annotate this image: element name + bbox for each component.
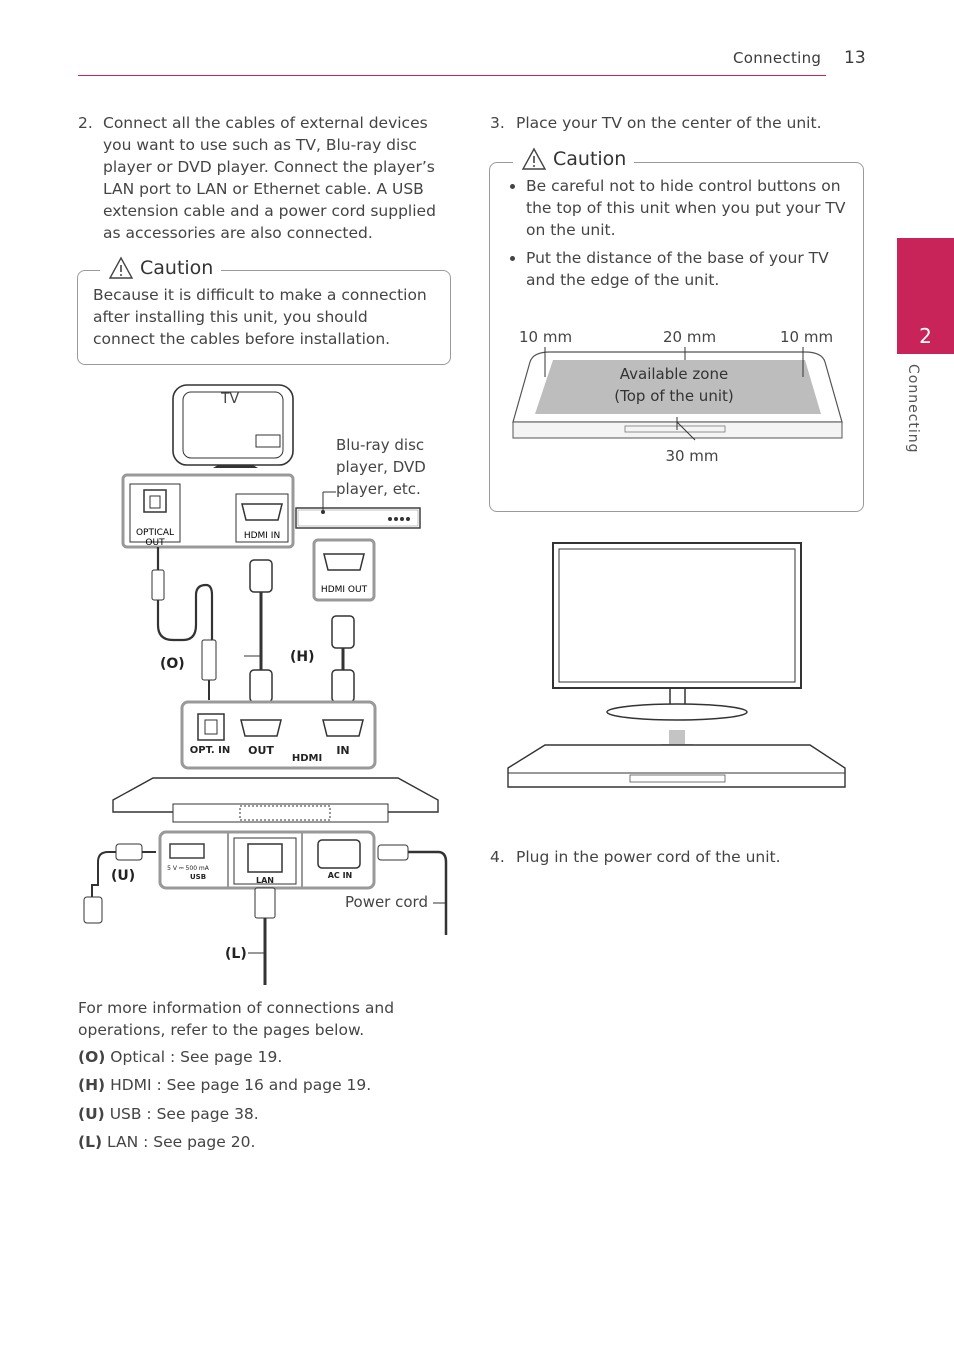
chapter-number: 2 [919, 324, 932, 348]
warning-icon [108, 256, 134, 279]
caution-bullets: Be careful not to hide control buttons o… [508, 175, 853, 297]
in-label: IN [336, 744, 349, 757]
step2-text: Connect all the cables of external devic… [103, 114, 436, 242]
player-label-1: Blu-ray disc [336, 436, 424, 454]
ref-lan: (L) LAN : See page 20. [78, 1133, 256, 1151]
dim-bottom: 30 mm [665, 447, 718, 465]
step3-text: Place your TV on the center of the unit. [516, 114, 822, 132]
chapter-tab: 2 [897, 238, 954, 354]
usb-label: USB [190, 873, 206, 881]
ref-optical: (O) Optical : See page 19. [78, 1048, 283, 1066]
dim-center: 20 mm [663, 328, 716, 346]
label-u: (U) [111, 868, 135, 884]
running-header-section: Connecting [733, 49, 822, 67]
usb-spec-label: 5 V ⎓ 500 mA [167, 865, 210, 872]
page-number: 13 [844, 48, 866, 68]
label-o: (O) [160, 656, 185, 672]
player-label-2: player, DVD [336, 458, 426, 476]
zone-line1: Available zone [620, 365, 728, 383]
placement-diagram: 10 mm 20 mm 10 mm Available zone (Top of… [512, 328, 843, 465]
label-l: (L) [225, 946, 247, 962]
player-label-3: player, etc. [336, 480, 421, 498]
out-label: OUT [248, 744, 274, 757]
caution-text-left: Because it is difficult to make a connec… [93, 286, 427, 348]
power-cord-label: Power cord [345, 893, 428, 911]
tv-illustration [172, 384, 294, 468]
ref-usb: (U) USB : See page 38. [78, 1105, 259, 1123]
hdmi-out-label: HDMI OUT [321, 585, 368, 595]
lan-label: LAN [256, 876, 274, 885]
opt-in-label: OPT. IN [190, 745, 231, 756]
dim-right: 10 mm [780, 328, 833, 346]
ref-hdmi: (H) HDMI : See page 16 and page 19. [78, 1076, 372, 1094]
caution-bullet: Be careful not to hide control buttons o… [526, 175, 853, 241]
caution-heading-right: Caution [513, 147, 635, 171]
step3-number: 3. [490, 114, 505, 132]
caution-box-left [77, 270, 451, 365]
step4-number: 4. [490, 848, 505, 866]
warning-icon [521, 147, 547, 170]
header-rule [78, 75, 826, 76]
optical-out-label: OPTICAL [136, 528, 174, 538]
label-h: (H) [290, 649, 315, 665]
zone-line2: (Top of the unit) [614, 387, 733, 405]
caution-title-left: Caution [140, 257, 214, 279]
more-info-text: For more information of connections and … [78, 999, 395, 1039]
connection-diagram: TV Blu-ray disc player, DVD player, etc.… [83, 384, 448, 985]
step2-number: 2. [78, 114, 93, 132]
caution-box-right [489, 162, 864, 512]
hdmi-logo: HDMI [292, 753, 322, 764]
chapter-tab-label: Connecting [905, 364, 921, 454]
caution-heading-left: Caution [100, 256, 222, 280]
available-zone [535, 360, 821, 414]
caution-title-right: Caution [553, 148, 627, 170]
hdmi-in-label: HDMI IN [244, 531, 280, 541]
bluray-player-illustration [295, 492, 421, 529]
tv-label: TV [220, 391, 240, 407]
dim-left: 10 mm [519, 328, 572, 346]
step4-text: Plug in the power cord of the unit. [516, 848, 781, 866]
tv-on-unit-illustration [507, 542, 846, 788]
caution-bullet: Put the distance of the base of your TV … [526, 247, 853, 291]
optical-out-label-2: OUT [145, 538, 165, 548]
ac-in-label: AC IN [328, 871, 353, 880]
